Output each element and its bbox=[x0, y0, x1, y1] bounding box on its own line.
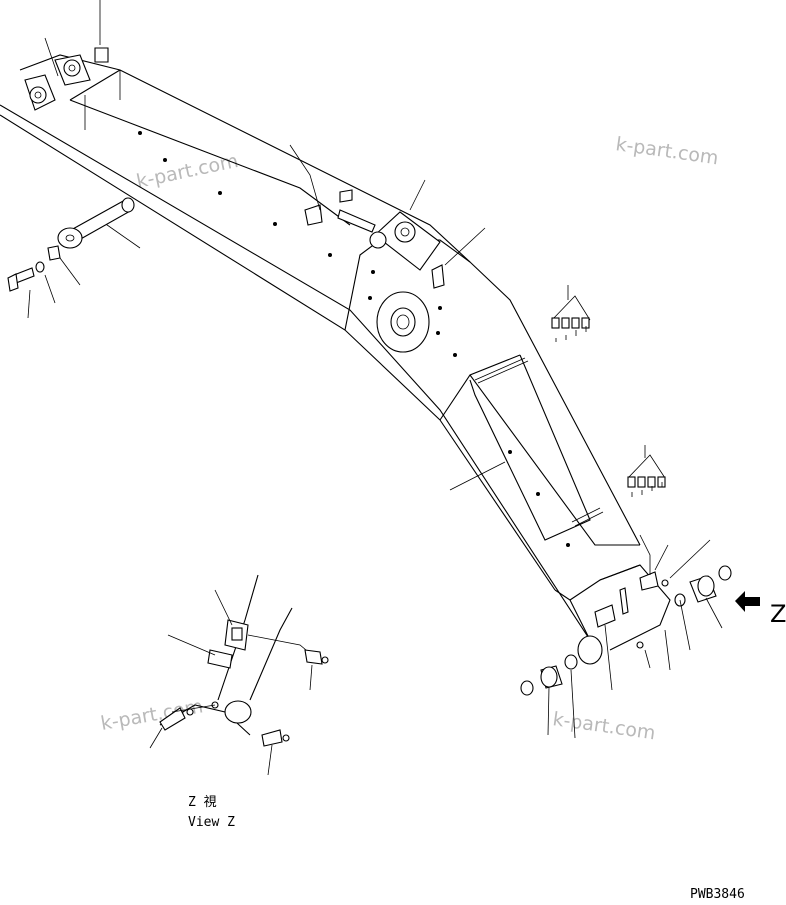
leader-lines bbox=[27, 0, 506, 491]
arm-end-parts bbox=[520, 534, 732, 739]
cylinder-bracket bbox=[304, 189, 445, 289]
watermark-top-right: k-part.com bbox=[614, 133, 720, 169]
boom-mounting-holes bbox=[138, 131, 570, 547]
view-z-caption-en: View Z bbox=[188, 815, 235, 830]
boom-pivot-boss bbox=[376, 291, 430, 353]
view-z-arrow: Z bbox=[735, 591, 786, 628]
view-z-letter: Z bbox=[770, 600, 786, 628]
view-z-caption-jp: Z 視 bbox=[188, 795, 217, 810]
watermark-bottom-right: k-part.com bbox=[551, 708, 657, 744]
drawing-code: PWB3846 bbox=[690, 887, 745, 902]
boom-foot-brackets bbox=[24, 47, 109, 111]
boom-body bbox=[0, 54, 671, 651]
watermark-top-left: k-part.com bbox=[134, 150, 240, 193]
view-z-detail bbox=[149, 574, 329, 776]
clamp-group-lower bbox=[627, 445, 666, 497]
clamp-group-upper bbox=[551, 285, 591, 342]
foot-pin-assembly bbox=[7, 197, 135, 292]
